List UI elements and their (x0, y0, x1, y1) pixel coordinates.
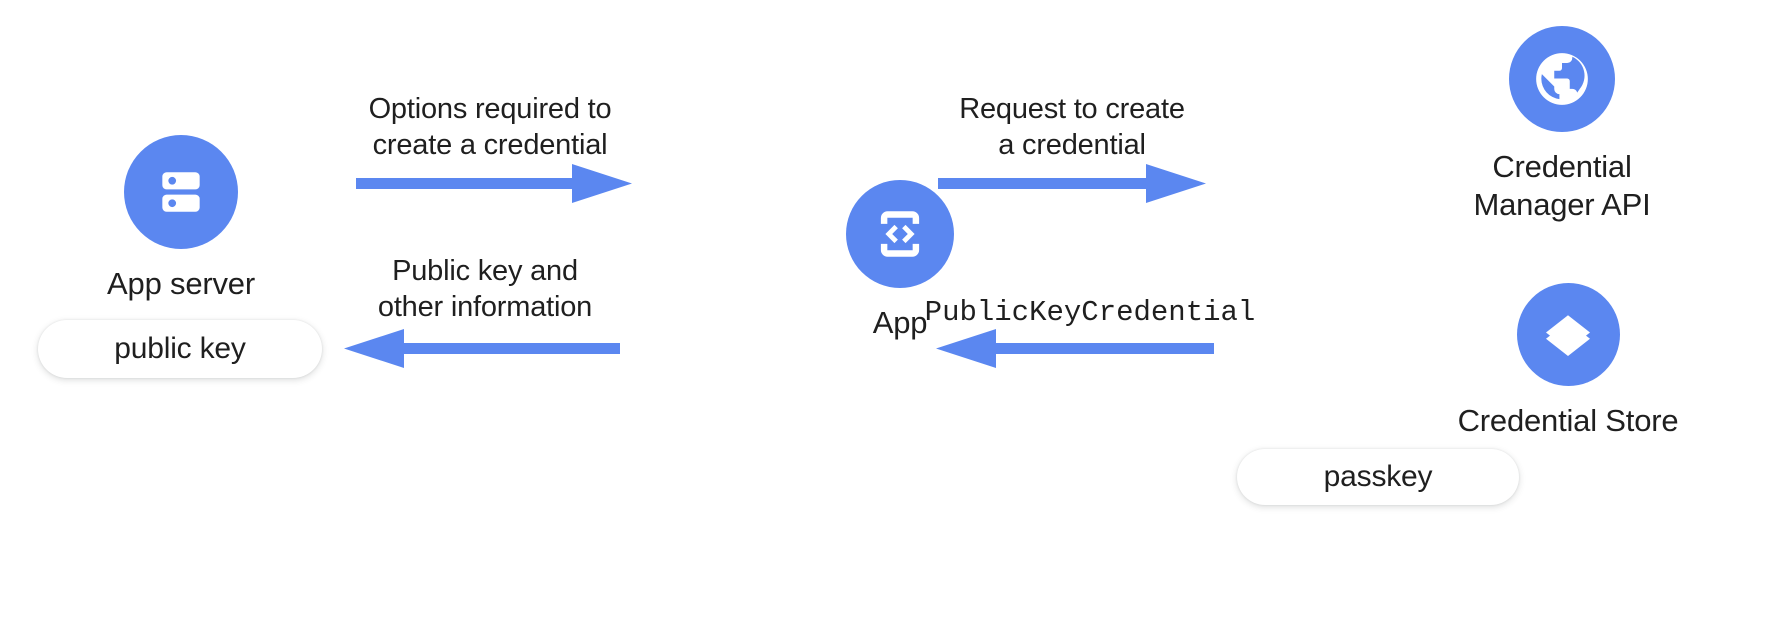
layers-icon (1516, 283, 1620, 386)
caption-public-key-and-other-information: Public key and other information (377, 255, 593, 323)
caption-request-to-create: Request to create a credential (959, 93, 1185, 161)
arrow-public-key-and-other-information (344, 325, 620, 373)
node-app: App (845, 180, 955, 342)
node-credential-manager-api: Credential Manager API (1432, 26, 1692, 224)
app-code-phone-icon (846, 180, 954, 288)
arrow-request-to-create (938, 160, 1206, 208)
node-app-server: App server (106, 135, 256, 303)
node-label-app-server: App server (107, 266, 255, 301)
caption-public-key-credential: PublicKeyCredential (924, 296, 1256, 329)
server-icon (124, 135, 238, 249)
node-credential-store: Credential Store (1438, 283, 1698, 440)
node-label-app: App (872, 305, 928, 340)
node-label-credential-manager-api: Credential Manager API (1473, 149, 1651, 222)
arrow-public-key-credential (936, 325, 1214, 373)
node-label-credential-store: Credential Store (1457, 403, 1679, 438)
chip-public-key: public key (38, 320, 322, 378)
caption-options-required: Options required to create a credential (368, 93, 612, 161)
arrow-options-required (356, 160, 632, 208)
chip-passkey: passkey (1237, 449, 1519, 505)
globe-icon (1509, 26, 1615, 132)
